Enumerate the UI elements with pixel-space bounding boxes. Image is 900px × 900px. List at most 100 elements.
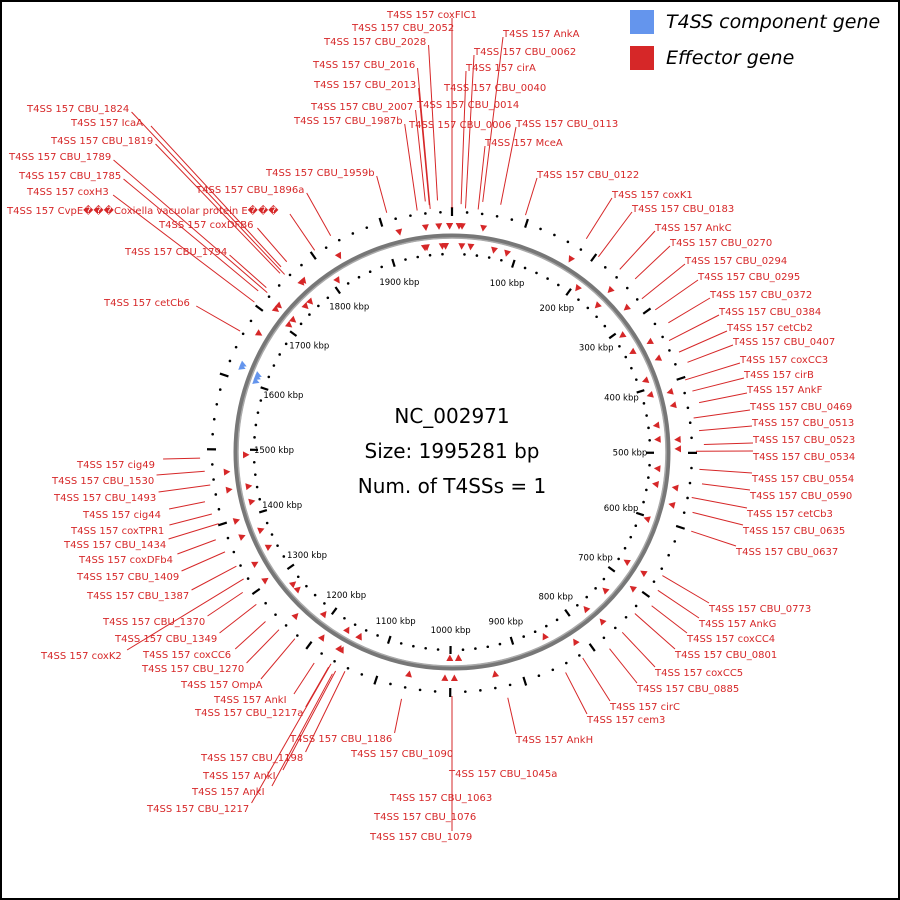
minor-tick-dot <box>365 226 369 229</box>
effector-gene-marker <box>652 421 660 429</box>
minor-tick-dot <box>211 432 214 436</box>
gene-label: T4SS 157 AnkI <box>191 787 265 798</box>
minor-tick-dot <box>566 240 570 244</box>
leader-line <box>500 126 517 205</box>
major-tick-outer <box>522 676 528 686</box>
minor-tick-dot <box>274 613 277 616</box>
effector-gene-marker <box>441 674 449 681</box>
leader-line <box>507 697 517 735</box>
major-tick-outer <box>642 307 652 315</box>
leader-line <box>465 54 475 209</box>
effector-gene-marker <box>254 329 263 336</box>
minor-tick-dot <box>337 238 341 242</box>
effector-gene-marker <box>288 581 297 589</box>
minor-tick-dot <box>690 436 693 440</box>
minor-tick-dot <box>441 252 444 256</box>
gene-label: T4SS 157 coxFIC1 <box>386 10 477 21</box>
minor-tick-dot <box>461 648 465 651</box>
minor-tick-dot <box>624 355 628 359</box>
minor-tick-dot <box>305 584 308 588</box>
effector-gene-marker <box>467 243 475 251</box>
effector-gene-marker <box>629 585 637 593</box>
gene-label: T4SS 157 CBU_0513 <box>751 418 854 429</box>
gene-label: T4SS 157 CBU_1794 <box>124 247 227 258</box>
effector-gene-marker <box>492 670 500 678</box>
gene-label: T4SS 157 CBU_1186 <box>289 734 392 745</box>
gene-label: T4SS 157 AnkI <box>202 771 276 782</box>
effector-gene-marker <box>623 559 631 567</box>
gene-label: T4SS 157 MceA <box>484 138 563 149</box>
minor-tick-dot <box>674 362 677 366</box>
gene-label: T4SS 157 CBU_1349 <box>114 634 217 645</box>
minor-tick-dot <box>648 438 651 442</box>
minor-tick-dot <box>399 642 403 645</box>
gene-label: T4SS 157 CBU_0122 <box>536 170 639 181</box>
minor-tick-dot <box>308 313 311 316</box>
genome-backbone-highlight <box>237 237 667 667</box>
minor-tick-dot <box>212 478 215 481</box>
gene-label: T4SS 157 CBU_1370 <box>102 617 205 628</box>
effector-gene-marker <box>599 618 607 626</box>
leader-line <box>207 591 244 617</box>
major-tick-inner <box>635 511 645 517</box>
effector-gene-marker <box>317 634 325 642</box>
component-gene-marker <box>239 360 247 368</box>
minor-tick-dot <box>256 411 260 414</box>
leader-line <box>699 425 753 432</box>
effector-gene-marker <box>299 276 307 284</box>
minor-tick-dot <box>615 276 618 279</box>
gene-label: T4SS 157 CBU_1819 <box>50 136 153 147</box>
minor-tick-dot <box>333 660 336 663</box>
minor-tick-dot <box>428 253 432 257</box>
major-tick-outer <box>373 675 379 685</box>
leader-line <box>181 551 226 572</box>
effector-gene-marker <box>337 646 344 654</box>
effector-gene-marker <box>420 244 428 252</box>
effector-gene-marker <box>271 305 280 313</box>
minor-tick-dot <box>688 421 692 425</box>
gene-label: T4SS 157 cirC <box>609 702 680 713</box>
gene-label: T4SS 157 CBU_0294 <box>684 256 787 267</box>
effector-gene-marker <box>334 251 342 260</box>
leader-line <box>692 511 744 526</box>
minor-tick-dot <box>284 624 288 627</box>
effector-gene-marker <box>293 586 301 594</box>
minor-tick-dot <box>510 218 514 221</box>
minor-tick-dot <box>579 248 583 251</box>
gene-label: T4SS 157 CBU_0635 <box>742 526 845 537</box>
leader-line <box>126 578 244 651</box>
leader-line <box>191 565 237 591</box>
gene-label: T4SS 157 CBU_2052 <box>351 23 454 34</box>
minor-tick-dot <box>277 284 281 287</box>
effector-gene-marker <box>654 354 663 361</box>
gene-label: T4SS 157 CBU_1063 <box>389 793 492 804</box>
leader-line <box>634 245 671 280</box>
minor-tick-dot <box>577 298 580 301</box>
minor-tick-dot <box>249 319 253 323</box>
minor-tick-dot <box>537 674 541 678</box>
minor-tick-dot <box>545 624 548 628</box>
minor-tick-dot <box>296 634 299 637</box>
gene-label: T4SS 157 cig49 <box>76 460 155 471</box>
tick-label: 500 kbp <box>613 449 648 459</box>
tick-label: 100 kbp <box>490 279 525 289</box>
minor-tick-dot <box>241 332 245 336</box>
effector-gene-marker <box>343 626 350 634</box>
leader-line <box>123 178 259 292</box>
leader-line <box>169 501 206 510</box>
leader-line <box>687 344 734 363</box>
minor-tick-dot <box>688 481 692 485</box>
minor-tick-dot <box>682 511 686 514</box>
minor-tick-dot <box>553 233 556 237</box>
gene-label: T4SS 157 CBU_1090 <box>350 749 453 760</box>
minor-tick-dot <box>212 417 216 421</box>
minor-tick-dot <box>418 688 422 692</box>
minor-tick-dot <box>642 500 645 504</box>
gene-label: T4SS 157 CBU_1959b <box>265 168 375 179</box>
minor-tick-dot <box>351 232 355 235</box>
leader-line <box>428 44 439 201</box>
minor-tick-dot <box>648 463 651 467</box>
leader-line <box>156 470 205 476</box>
minor-tick-dot <box>653 322 657 326</box>
